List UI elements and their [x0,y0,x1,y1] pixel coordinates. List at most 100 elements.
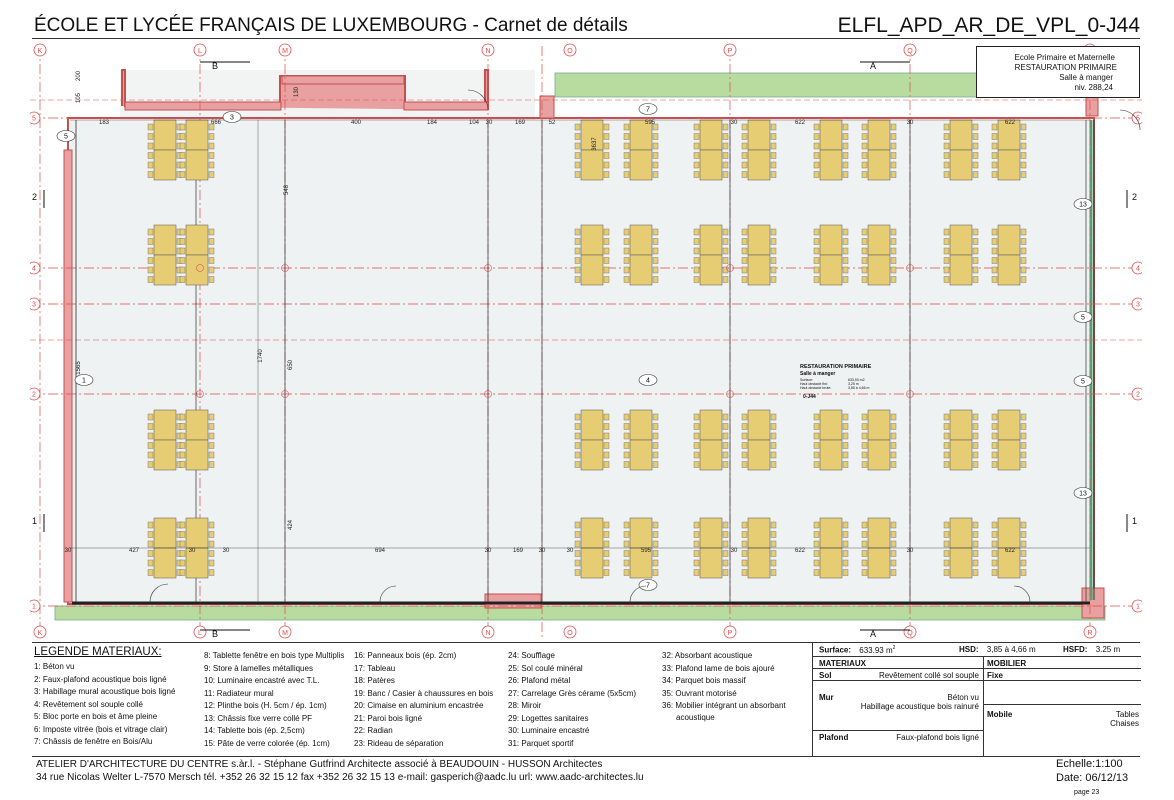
scale-label: Echelle:1:100 [1056,758,1123,770]
table [997,224,1021,256]
chair [842,276,849,283]
chair [693,451,700,459]
room-label-title: RESTAURATION PRIMAIRE [800,364,872,370]
grid-label: 1 [32,604,36,611]
grid-bubble [278,43,292,57]
chair [1020,432,1027,440]
grid-label: 5 [1136,116,1140,123]
legend-item: 5: Bloc porte en bois et âme pleine [34,712,158,721]
table [747,149,771,181]
chair [813,152,820,159]
chair [722,540,729,548]
chair [693,413,700,421]
chair [861,432,868,440]
legend-item: 2: Faux-plafond acoustique bois ligné [34,674,167,684]
chair [943,413,950,421]
chair [741,133,748,140]
chair [574,521,581,529]
table [699,254,723,286]
dimension-top: 30 [731,120,738,126]
chair [890,442,897,449]
chair [693,276,700,283]
grid-bubble [481,625,495,639]
legend-item: 7: Châssis de fenêtre en Bois/Alu [34,737,153,746]
chair [179,423,186,430]
chair [722,228,729,236]
chair [693,228,700,236]
legend-item: 4: Revêtement sol souple collé [34,699,143,709]
chair [623,152,630,159]
chair [861,521,868,529]
chair [813,451,820,459]
dining-table-group [623,224,659,286]
grid-bubble [563,43,577,57]
table [185,224,209,256]
chair [693,142,700,150]
table [949,254,973,286]
table [699,439,723,471]
chair [890,266,897,274]
chair [991,276,998,283]
room-info-line2: RESTAURATION PRIMAIRE [1014,63,1117,72]
grid-label: Q [907,48,913,55]
dining-table-group [693,224,729,286]
element-tag-label: 13 [1079,491,1087,498]
table [949,439,973,471]
chair [972,521,979,529]
chair [652,161,659,169]
dining-table-group [147,119,183,181]
chair [890,540,897,548]
table [747,547,771,579]
chair [722,257,729,264]
chair [991,123,998,131]
table [580,547,604,579]
chair [842,228,849,236]
chair [574,550,581,557]
chair [770,540,777,548]
chair [842,423,849,430]
chair [1020,461,1027,468]
chair [842,142,849,150]
chair [722,559,729,567]
chair [208,413,215,421]
chair [770,266,777,274]
footer-rule [32,756,1140,757]
chair [770,432,777,440]
table [185,149,209,181]
chair [991,540,998,548]
dimension-bottom: 427 [129,548,140,554]
dimension-vertical: 548 [284,184,290,195]
wall-left [63,149,73,603]
dining-table-group [574,224,610,286]
chair [693,442,700,449]
chair [603,257,610,264]
chair [574,569,581,576]
chair [813,423,820,430]
chair [1020,540,1027,548]
chair [147,247,154,255]
room-label-subtitle: Salle à manger [800,371,835,377]
dining-table-group [147,517,183,579]
chair [722,423,729,430]
chair [972,161,979,169]
dimension-bottom: 30 [485,548,492,554]
table [867,439,891,471]
chair [574,559,581,567]
chair [943,451,950,459]
chair [603,133,610,140]
table [949,224,973,256]
chair [603,228,610,236]
chair [943,276,950,283]
chair [603,550,610,557]
chair [813,257,820,264]
table [580,439,604,471]
chair [722,521,729,529]
chair [722,247,729,255]
chair [972,413,979,421]
dimension-bottom: 30 [189,548,196,554]
chair [623,171,630,178]
chair [861,152,868,159]
chair [179,247,186,255]
grid-intersection [484,264,492,272]
chair [972,123,979,131]
